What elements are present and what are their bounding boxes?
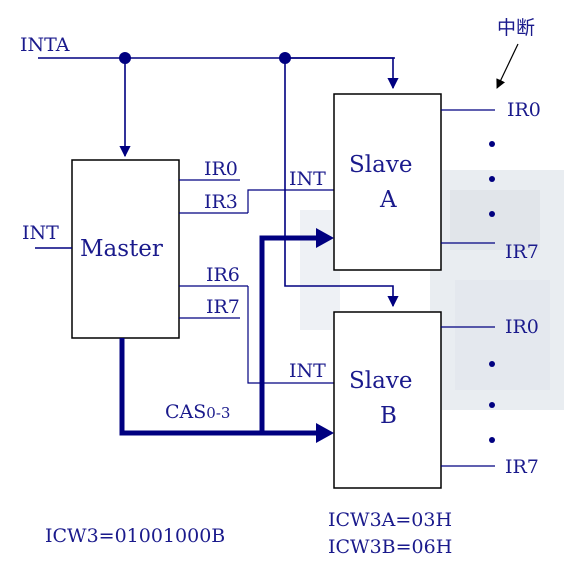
interrupt-arrow [497,44,518,88]
slave-b-box [334,312,441,488]
slave-b-ellipsis-dot [489,361,495,367]
slave-b-ellipsis-dot [489,402,495,408]
icw3-slave-a: ICW3A=03H [328,509,452,531]
slave-b-label-line2: B [380,403,397,429]
icw3-slave-b: ICW3B=06H [328,536,452,558]
slave-a-ir0-label: IR0 [507,99,541,121]
slave-b-int-label: INT [289,360,326,382]
slave-a-ellipsis-dot [489,211,495,217]
interrupt-label: 中断 [497,17,535,39]
slave-a-box [334,94,441,270]
slave-a-ir7-label: IR7 [505,241,539,263]
inta-to-slave-a [285,58,393,88]
slave-b-ellipsis-dot [489,437,495,443]
cascade-bus-label-main: CAS [165,401,206,423]
slave-b-ir0-label: IR0 [505,316,539,338]
slave-a-label-line2: A [379,187,397,213]
master-ir6-label: IR6 [206,264,240,286]
slave-a-ellipsis-dot [489,176,495,182]
master-label: Master [80,236,163,262]
cascade-bus-label-sub: 0-3 [206,404,230,422]
slave-b-label-line1: Slave [349,368,412,394]
master-int-label: INT [22,222,59,244]
cascade-bus-label: CAS0-3 [165,401,230,423]
slave-b-ir7-label: IR7 [505,456,539,478]
slave-a-int-label: INT [289,168,326,190]
icw3-master: ICW3=01001000B [45,525,225,547]
slave-a-ellipsis-dot [489,141,495,147]
master-ir0-label: IR0 [204,158,238,180]
inta-label: INTA [20,34,70,56]
master-ir3-label: IR3 [204,191,238,213]
slave-a-label-line1: Slave [349,152,412,178]
cascade-arrowhead-slave-b [316,423,334,443]
ir3-to-slave-a-int [248,190,334,213]
master-ir7-label: IR7 [206,296,240,318]
